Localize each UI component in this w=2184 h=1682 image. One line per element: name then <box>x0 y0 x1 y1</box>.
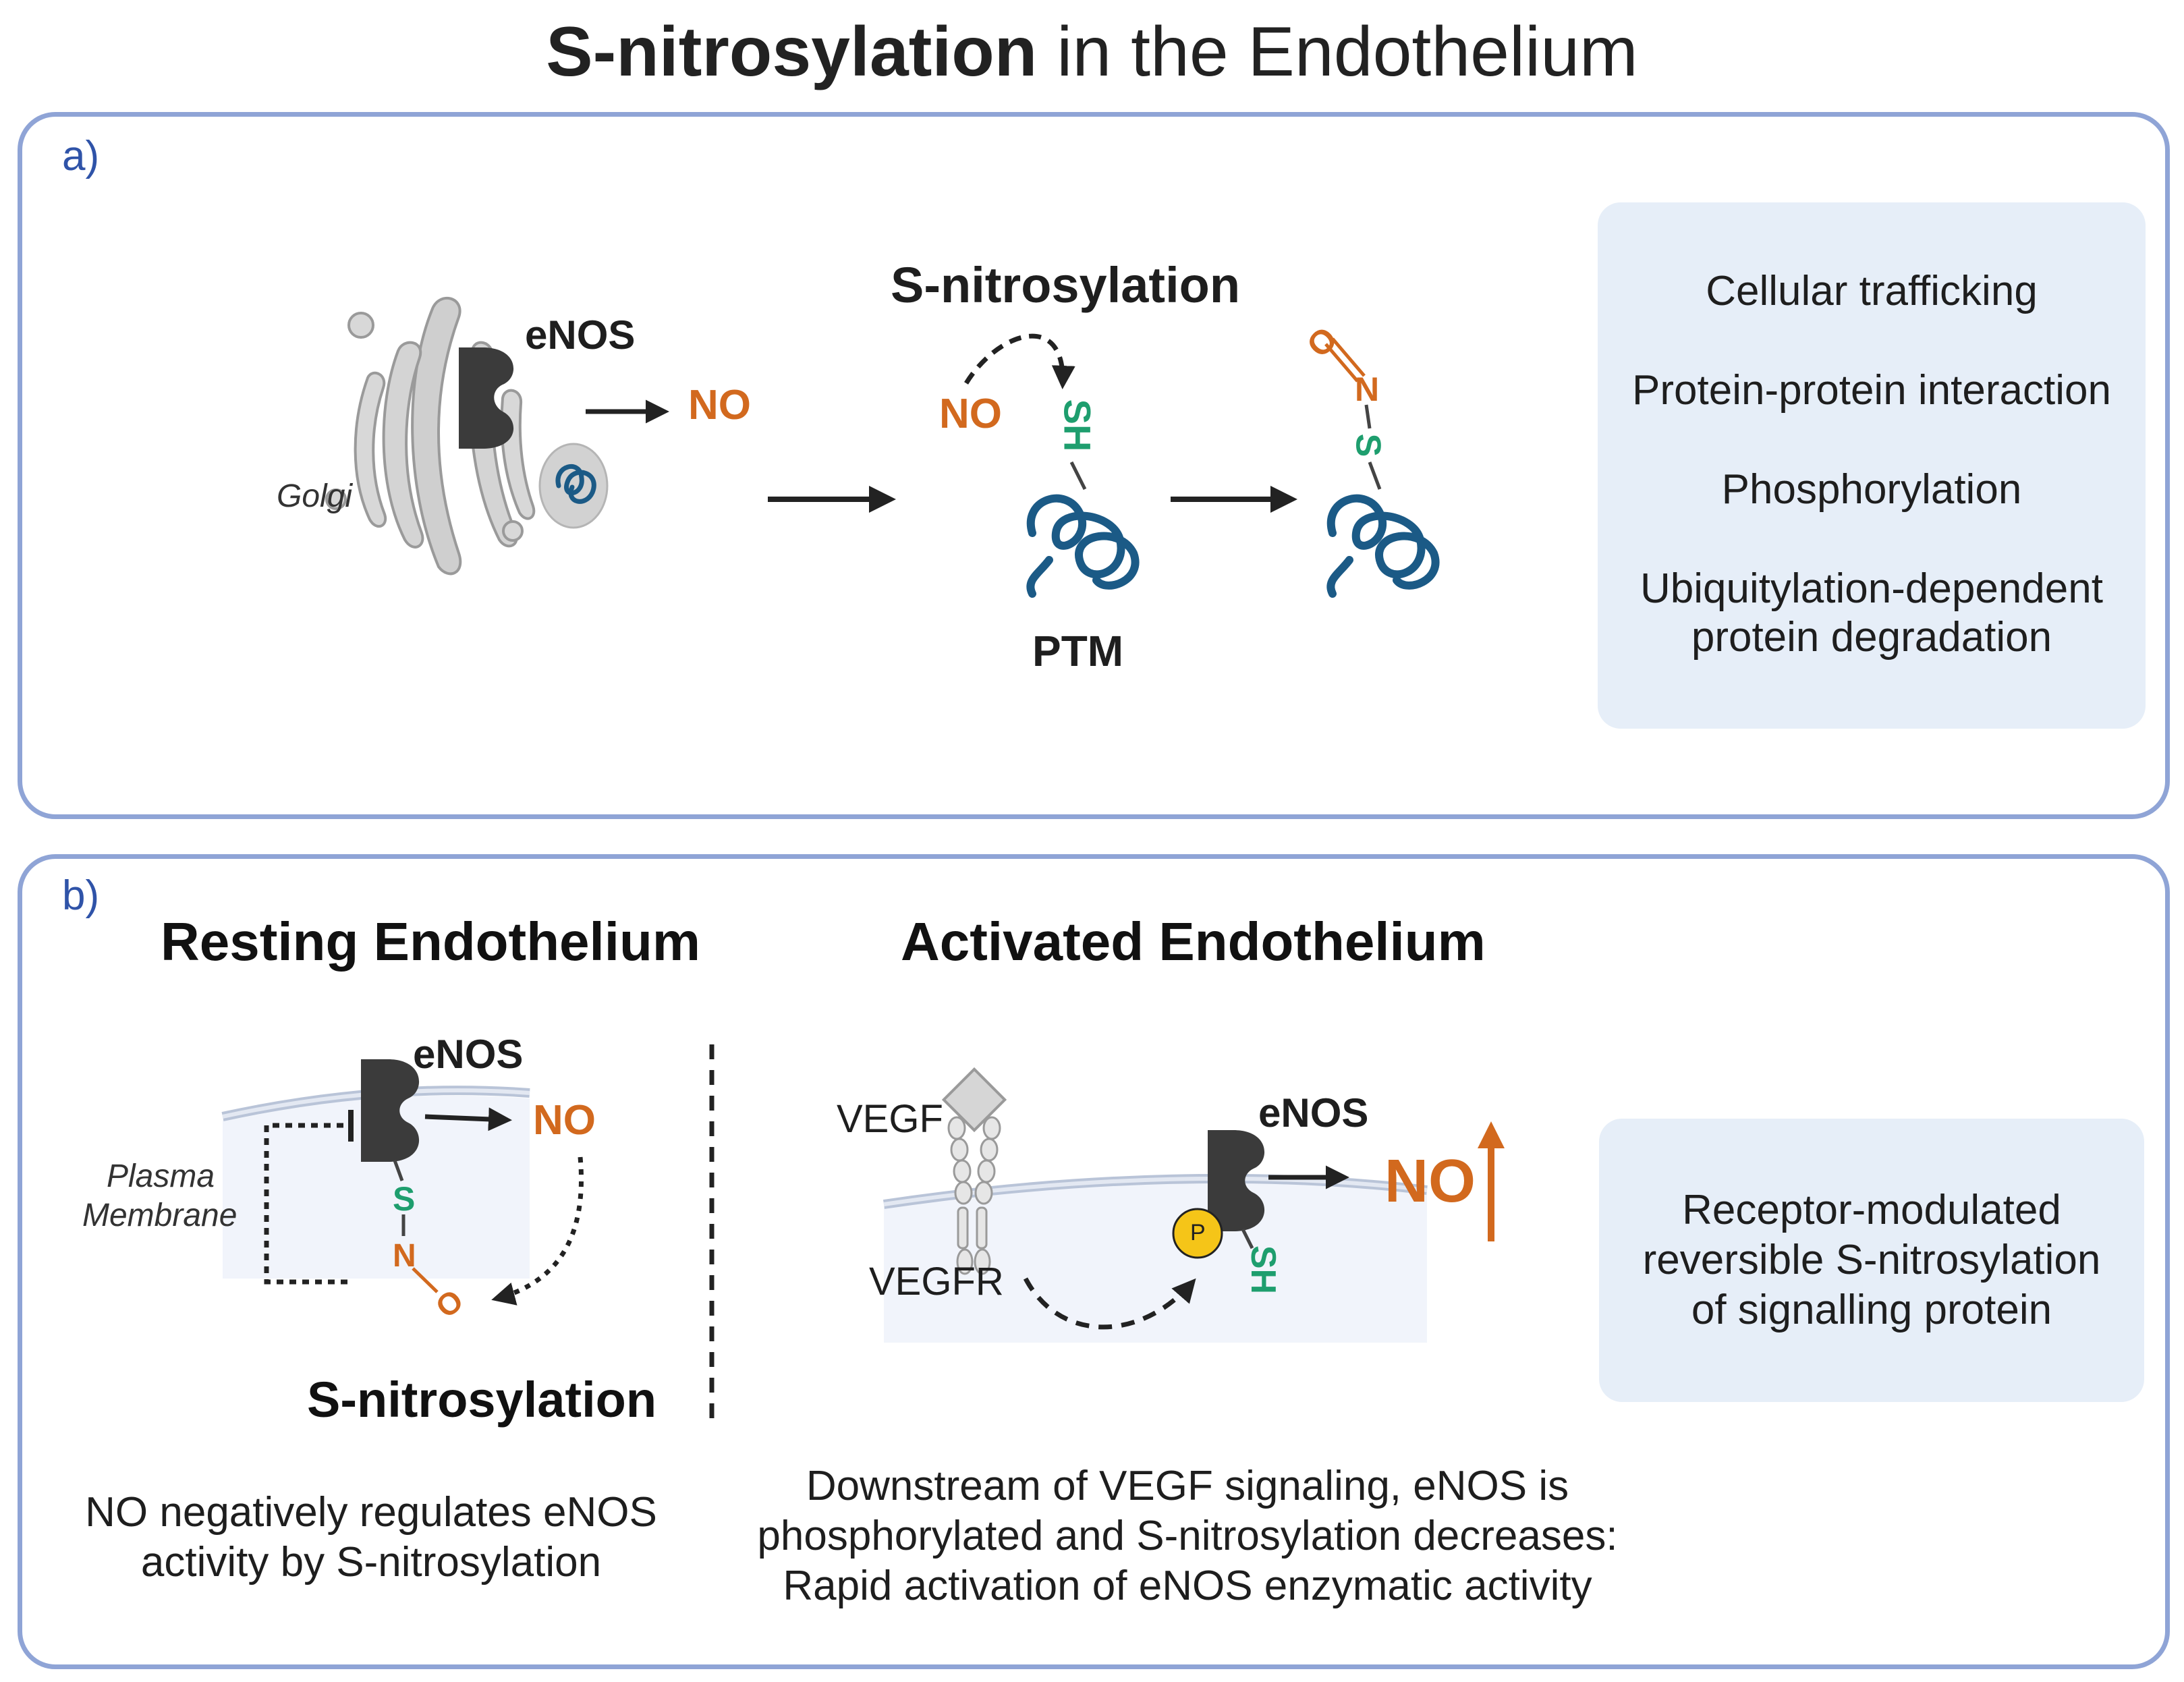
vegf-ligand-icon <box>941 1067 1007 1133</box>
vegfr-receptor-icon <box>947 1116 1001 1275</box>
resting-caption-line-2: activity by S-nitrosylation <box>140 1539 602 1586</box>
n-label-a: N <box>1355 370 1380 408</box>
o-n-bond-2 <box>1331 337 1366 377</box>
vegfr-label: VEGFR <box>869 1260 1004 1303</box>
info-ubiquitylation-1: Ubiquitylation-dependent <box>1640 565 2103 612</box>
resting-enos-icon <box>361 1059 420 1162</box>
resting-enos-label: eNOS <box>413 1032 524 1077</box>
resting-n-label: N <box>393 1238 416 1274</box>
snitrosylation-label-a: S-nitrosylation <box>891 257 1241 313</box>
protein-icon-nitrosylated <box>1326 494 1440 598</box>
figure-title: S-nitrosylation in the Endothelium <box>0 8 2184 96</box>
resting-dotted-arrow <box>491 1156 584 1306</box>
resting-title: Resting Endothelium <box>161 912 700 972</box>
sh-bond <box>1069 461 1087 490</box>
o-n-bond <box>1324 343 1359 383</box>
activated-dashed-arrow <box>1023 1277 1196 1330</box>
info-ppi: Protein-protein interaction <box>1632 367 2111 414</box>
title-bold: S-nitrosylation <box>546 13 1038 91</box>
resting-caption: NO negatively regulates eNOS activity by… <box>54 1488 688 1588</box>
activated-enos-label: eNOS <box>1258 1090 1369 1136</box>
vesicle-protein-icon <box>538 443 609 529</box>
s-protein-bond <box>1368 461 1382 490</box>
activated-enos-sh-bond <box>1241 1228 1254 1250</box>
dashed-arrow-no-to-sh <box>964 333 1075 389</box>
info-b-line-2: reversible S-nitrosylation <box>1642 1237 2101 1283</box>
info-ubiquitylation-2: protein degradation <box>1691 614 2052 661</box>
resting-caption-line-1: NO negatively regulates eNOS <box>85 1489 657 1536</box>
resting-inhibition-bracket <box>264 1123 347 1285</box>
membrane-label-2: Membrane <box>82 1198 237 1233</box>
panel-a-label: a) <box>62 133 100 179</box>
protein-icon <box>1026 494 1140 598</box>
membrane-label-1: Plasma <box>107 1158 215 1194</box>
activated-caption-line-1: Downstream of VEGF signaling, eNOS is <box>806 1463 1569 1509</box>
panel-b-label: b) <box>62 872 100 919</box>
info-b-line-3: of signalling protein <box>1691 1287 2052 1333</box>
golgi-label: Golgi <box>277 478 353 514</box>
info-b-line-1: Receptor-modulated <box>1682 1187 2061 1233</box>
n-s-bond <box>1364 404 1372 429</box>
info-cellular-trafficking: Cellular trafficking <box>1706 268 2038 314</box>
resting-no-label: NO <box>533 1097 596 1144</box>
title-rest: in the Endothelium <box>1037 13 1638 91</box>
activated-caption: Downstream of VEGF signaling, eNOS is ph… <box>715 1461 1660 1611</box>
resting-snitrosylation-label: S-nitrosylation <box>307 1372 657 1428</box>
activated-caption-line-2: phosphorylated and S-nitrosylation decre… <box>757 1513 1618 1559</box>
enos-icon <box>459 347 514 449</box>
activated-no-label: NO <box>1384 1148 1476 1215</box>
resting-n-o-bond <box>412 1267 439 1293</box>
activated-title: Activated Endothelium <box>901 912 1486 972</box>
enos-label-a: eNOS <box>525 312 636 358</box>
resting-arrow-to-no <box>424 1107 512 1131</box>
info-phosphorylation: Phosphorylation <box>1721 466 2022 513</box>
resting-s-label: S <box>393 1180 416 1218</box>
activated-sh-text: SH <box>1243 1245 1283 1295</box>
no-label-a: NO <box>688 382 751 428</box>
no-label-a2: NO <box>939 391 1002 437</box>
activated-enos-icon <box>1208 1130 1265 1231</box>
activated-sh-label: SH <box>1243 1245 1283 1294</box>
ptm-label: PTM <box>1032 627 1124 675</box>
resting-enos-s-bond <box>393 1160 404 1181</box>
vegf-label: VEGF <box>837 1097 943 1141</box>
phospho-label: P <box>1190 1220 1206 1245</box>
panel-b-info-box: Receptor-modulated reversible S-nitrosyl… <box>1599 1119 2144 1402</box>
panel-a-info-box: Cellular trafficking Protein-protein int… <box>1598 202 2146 729</box>
phospho-icon <box>1172 1208 1223 1259</box>
activated-caption-line-3: Rapid activation of eNOS enzymatic activ… <box>783 1563 1592 1609</box>
